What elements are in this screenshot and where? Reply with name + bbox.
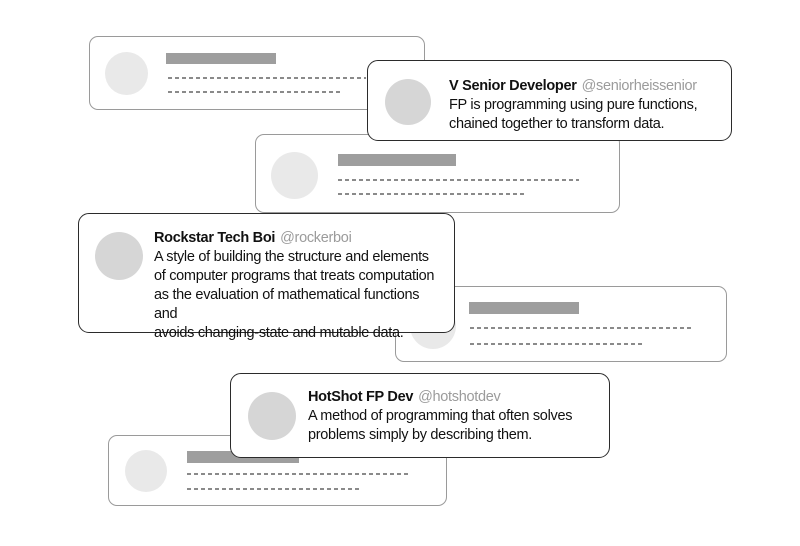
tweet-card-senior-developer: V Senior Developer@seniorheissenior FP i… (367, 60, 732, 141)
text-placeholder-line (470, 343, 644, 345)
tweet-header: Rockstar Tech Boi@rockerboi (154, 229, 446, 248)
tweet-text: A style of building the structure and el… (154, 249, 435, 341)
text-placeholder-line (470, 327, 691, 329)
display-name: Rockstar Tech Boi (154, 230, 276, 246)
tweet-card-rockstar-tech-boi: Rockstar Tech Boi@rockerboi A style of b… (78, 213, 455, 341)
name-placeholder-bar (338, 154, 456, 166)
tweet-text: FP is programming using pure functions, … (449, 97, 698, 132)
display-name: V Senior Developer (449, 78, 577, 94)
text-placeholder-line (168, 91, 340, 93)
text-placeholder-line (187, 488, 361, 490)
name-placeholder-bar (469, 302, 579, 314)
tweet-header: HotShot FP Dev@hotshotdev (308, 388, 597, 407)
avatar (385, 79, 431, 125)
text-placeholder-line (338, 193, 526, 195)
skeleton-tweet-card-2 (255, 134, 620, 213)
text-placeholder-line (187, 473, 411, 475)
name-placeholder-bar (166, 53, 276, 64)
avatar-placeholder (125, 450, 167, 492)
user-handle: @seniorheissenior (581, 78, 698, 94)
avatar-placeholder (271, 152, 318, 199)
avatar (95, 232, 143, 280)
tweet-header: V Senior Developer@seniorheissenior (449, 77, 719, 96)
tweet-text: A method of programming that often solve… (308, 408, 573, 443)
display-name: HotShot FP Dev (308, 389, 414, 405)
tweet-card-hotshot-fp-dev: HotShot FP Dev@hotshotdev A method of pr… (230, 373, 610, 458)
text-placeholder-line (338, 179, 579, 181)
user-handle: @hotshotdev (418, 389, 501, 405)
avatar-placeholder (105, 52, 148, 95)
text-placeholder-line (168, 77, 366, 79)
user-handle: @rockerboi (280, 230, 352, 246)
avatar (248, 392, 296, 440)
